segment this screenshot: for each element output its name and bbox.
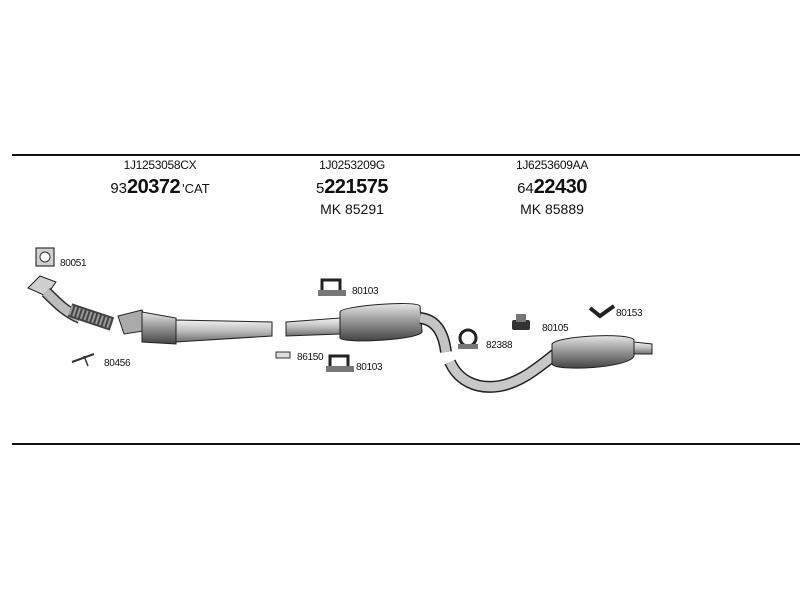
clamp-icon [326, 354, 354, 372]
mk-number: MK 85291 [320, 201, 384, 217]
middle-silencer [285, 303, 452, 353]
mount-icon [588, 304, 616, 319]
top-rule [12, 154, 800, 156]
bolt-icon [71, 353, 95, 367]
oem-reference: 1J6253609AA [515, 158, 589, 172]
part-group-middle-silencer: 1J0253209G 5221575 MK 85291 [315, 158, 389, 217]
mk-number: MK 85889 [520, 201, 584, 217]
part-label-mount: 80105 [542, 323, 569, 334]
part-number: 6422430 [517, 176, 587, 198]
clamp-icon [318, 278, 346, 296]
oem-reference: 1J1253058CX [123, 158, 197, 172]
part-group-rear-silencer: 1J6253609AA 6422430 MK 85889 [516, 158, 588, 217]
rear-silencer [444, 335, 653, 393]
bottom-rule [12, 443, 800, 445]
oem-reference: 1J0253209G [319, 158, 385, 172]
part-number: 5221575 [315, 176, 389, 198]
part-number: 9320372'CAT [110, 176, 210, 198]
part-label-seal: 86150 [297, 352, 324, 363]
part-group-front-pipe: 1J1253058CX 9320372'CAT [110, 158, 209, 199]
part-label-clamp: 80103 [356, 362, 383, 373]
seal-icon [275, 351, 291, 359]
clamp-icon [458, 328, 478, 349]
part-label-bolt-kit: 80456 [104, 358, 131, 369]
part-label-clamp: 82388 [486, 340, 513, 351]
part-label-flange-gasket: 80051 [60, 258, 87, 269]
flange-gasket-icon [35, 247, 55, 267]
part-label-mount: 80153 [616, 308, 643, 319]
part-label-clamp: 80103 [352, 286, 379, 297]
front-pipe-catalytic-converter [27, 275, 273, 345]
mount-icon [512, 314, 530, 330]
